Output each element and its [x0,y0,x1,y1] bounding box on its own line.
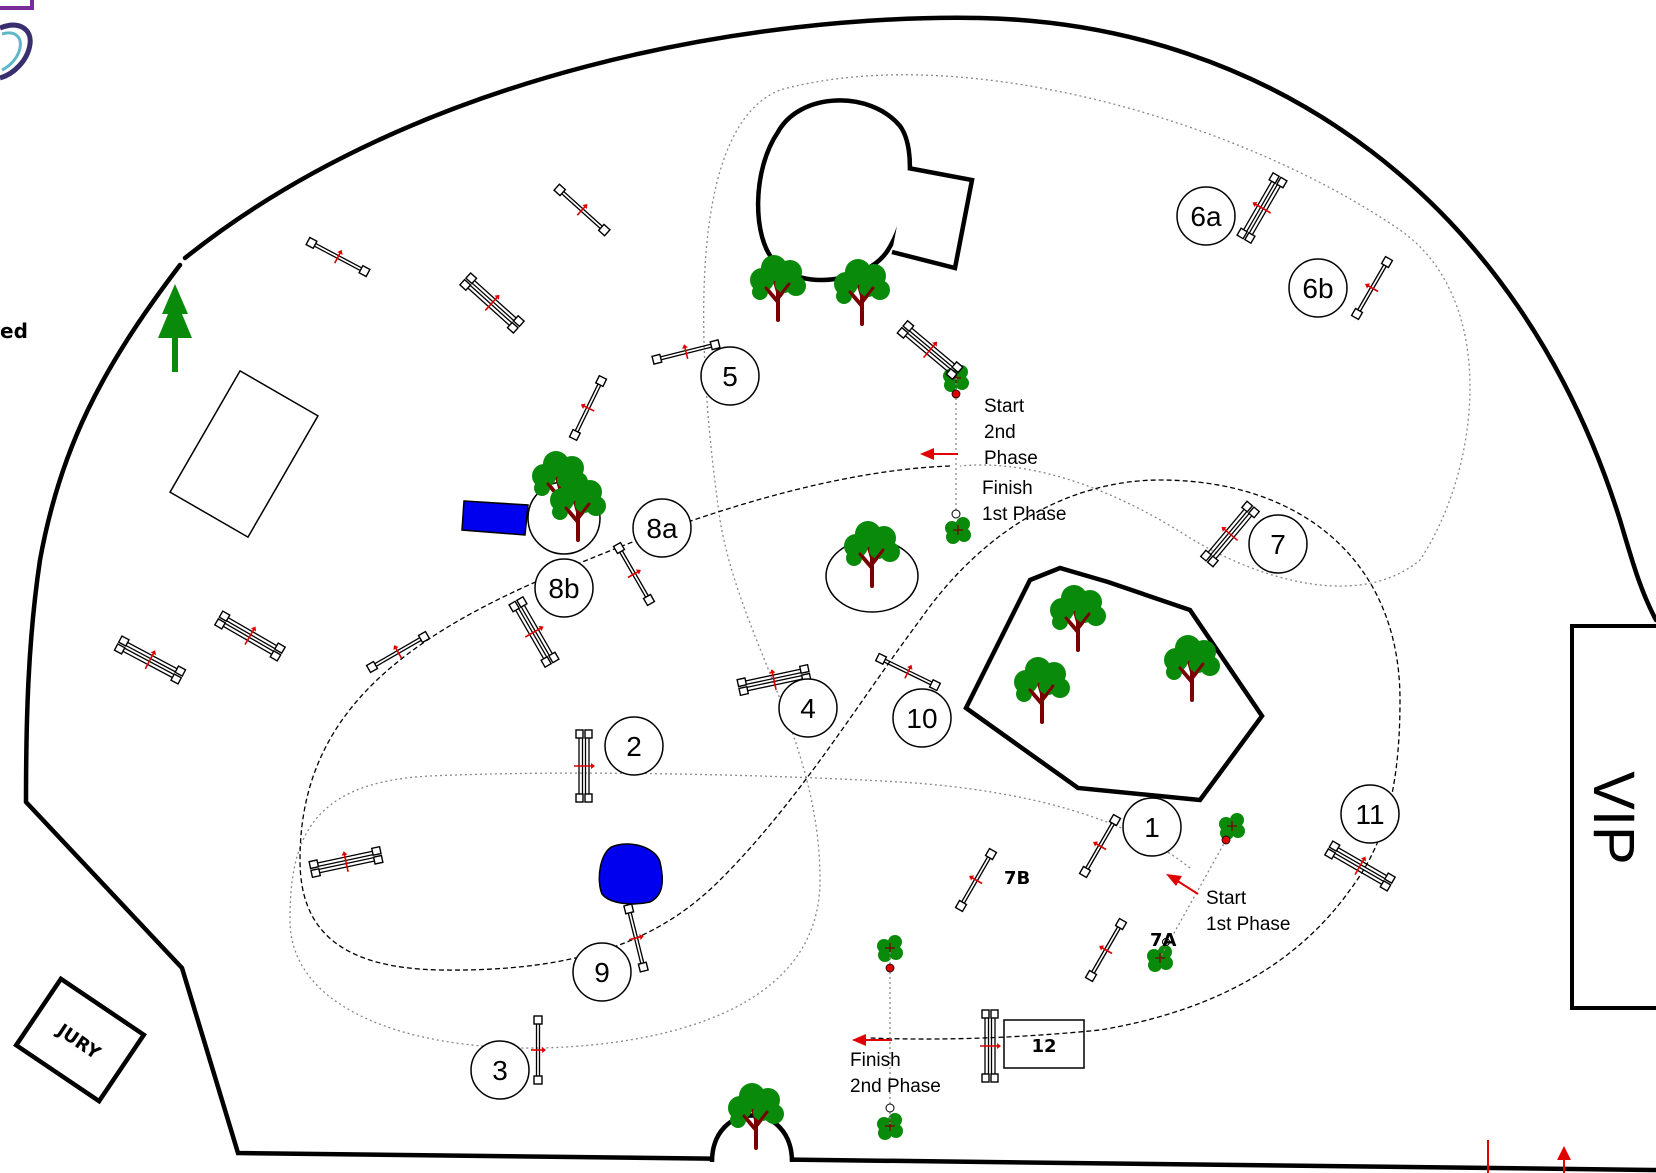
obstacle-number: 2 [626,731,642,762]
route-2nd-phase [299,465,1401,1040]
obstacle-number: 9 [594,957,610,988]
fence-icon [363,627,432,676]
pine-tree-icon [158,284,192,372]
jury-box: JURY [13,975,147,1105]
oxer-icon [457,269,527,336]
fence-icon [303,233,373,280]
obstacle-number: 11 [1355,799,1384,830]
tree-icon [748,253,808,322]
tree-island [963,565,1265,803]
obstacle-number: 4 [800,693,816,724]
obstacle-number: 6a [1190,201,1222,232]
sand-rectangle [169,369,319,539]
box-12 [1003,1019,1085,1069]
oxer-icon [213,607,288,664]
fence-icon [530,1015,547,1085]
obstacle-number: 10 [906,703,937,734]
fence-icon [551,180,614,239]
direction-arrow-2nd [920,448,958,460]
finish-1st-phase-marker [951,509,961,519]
start-2nd-phase-label: Start 2nd Phase [984,396,1038,469]
finish-2nd-phase-marker [885,1103,895,1113]
oxer-icon [112,632,188,687]
oxer-icon [1233,170,1290,245]
label-7b: 7B [1004,868,1030,889]
direction-arrow-finish [852,1034,892,1046]
finish-2nd-phase-label: Finish 2nd Phase [850,1050,941,1097]
start-2nd-phase-marker [951,389,961,399]
obstacle-numbers [470,186,1400,1100]
start-2nd-marker-bottom [885,963,895,973]
oxer-icon [979,1009,1002,1083]
label-7a: 7A [1150,930,1177,951]
obstacle-number: 8b [548,573,579,604]
obstacle-number: 8a [646,513,678,544]
fence-icon [951,845,1000,914]
obstacle-number: 1 [1144,812,1160,843]
building-annex [891,165,975,271]
round-building [755,98,913,283]
obstacle-number: 3 [492,1055,508,1086]
arena-boundary [23,15,1656,1173]
water-rectangle [461,500,529,536]
start-1st-phase-label: Start 1st Phase [1206,888,1291,935]
direction-arrow-1st [1166,874,1199,895]
logo-fragment [0,0,34,81]
obstacle-number: 7 [1270,529,1286,560]
oxer-icon [573,729,596,803]
obstacle-number: 5 [722,361,738,392]
label-12: 12 [1031,1036,1056,1057]
fence-icon [1347,253,1396,322]
vip-label: VIP [1581,771,1646,865]
vip-box: VIP [1570,624,1656,1010]
entry-markers [1487,1140,1571,1173]
bush-icon [944,516,972,545]
fence-icon [873,649,943,694]
bush-icon [1218,812,1246,841]
fence-icon [565,373,610,443]
oxer-icon [1323,837,1398,894]
fence-icon [1081,915,1130,984]
fence-icon [1075,811,1124,880]
oxer-icon [895,317,966,382]
obstacle-number: 6b [1302,273,1333,304]
finish-1st-phase-label: Finish 1st Phase [982,478,1067,525]
route-1st-phase [289,74,1471,1049]
oxer-icon [307,842,385,881]
water-pond [598,843,664,905]
marker-7a [1162,938,1170,946]
tree-icon [842,519,902,588]
start-1st-phase-marker [1221,835,1231,845]
cut-edge-text: ed [0,319,28,343]
arch-bottom [709,1113,795,1163]
